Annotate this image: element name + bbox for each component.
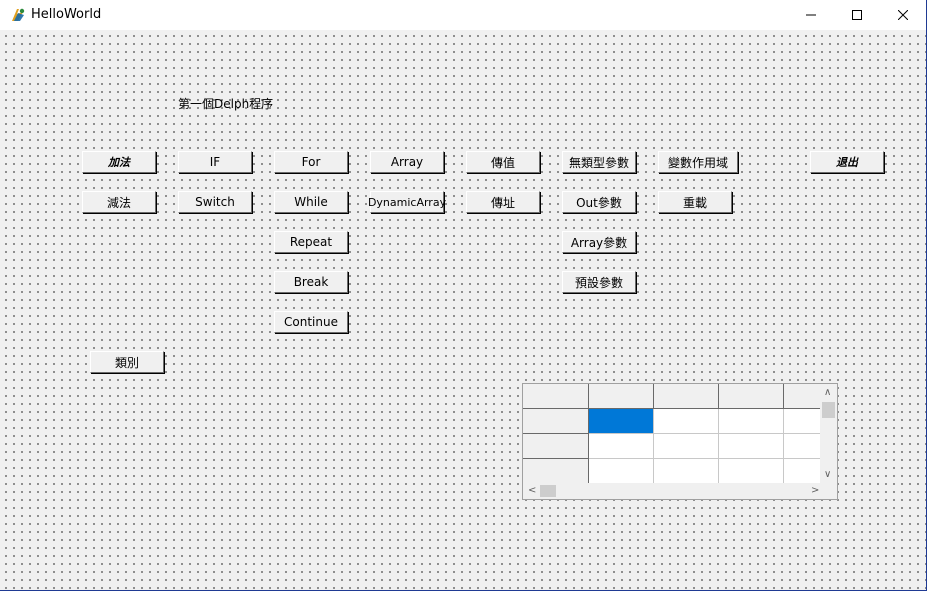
grid-column-header[interactable] [654, 384, 719, 409]
maximize-button[interactable] [834, 0, 880, 30]
grid-cell[interactable] [719, 459, 784, 484]
subtract-button[interactable]: 減法 [82, 191, 156, 213]
grid-cell[interactable] [784, 409, 837, 434]
grid-cell[interactable] [719, 409, 784, 434]
scroll-up-icon[interactable]: ∧ [824, 387, 832, 398]
grid-cell[interactable] [654, 409, 719, 434]
scroll-left-icon[interactable]: < [528, 485, 537, 496]
dynamic-array-button[interactable]: DynamicArray [368, 191, 446, 213]
by-address-button[interactable]: 傳址 [466, 191, 540, 213]
grid-cell[interactable] [654, 459, 719, 484]
vertical-scrollbar[interactable]: ∧ ∨ [820, 384, 837, 484]
grid-fixed-cell [523, 384, 589, 409]
maximize-icon [852, 10, 862, 20]
grid-cell[interactable] [719, 434, 784, 459]
out-param-button[interactable]: Out參數 [562, 191, 636, 213]
untyped-param-button[interactable]: 無類型參數 [562, 151, 636, 173]
grid-selected-cell[interactable] [589, 409, 654, 434]
class-button[interactable]: 類別 [90, 351, 164, 373]
overload-button[interactable]: 重載 [658, 191, 732, 213]
by-value-button[interactable]: 傳值 [466, 151, 540, 173]
grid-column-header[interactable] [719, 384, 784, 409]
vertical-scroll-thumb[interactable] [822, 402, 835, 418]
variable-scope-button[interactable]: 變數作用域 [658, 151, 738, 173]
array-param-button[interactable]: Array參數 [562, 231, 636, 253]
grid-cell[interactable] [784, 434, 837, 459]
horizontal-scrollbar[interactable]: < > [523, 483, 822, 499]
window-title: HelloWorld [31, 7, 102, 22]
continue-button[interactable]: Continue [274, 311, 348, 333]
add-button[interactable]: 加法 [82, 151, 156, 173]
grid-cell[interactable] [654, 434, 719, 459]
default-param-button[interactable]: 預設參數 [562, 271, 636, 293]
repeat-button[interactable]: Repeat [274, 231, 348, 253]
grid-cell[interactable] [589, 459, 654, 484]
while-button[interactable]: While [274, 191, 348, 213]
grid-row-header[interactable] [523, 409, 589, 434]
exit-button[interactable]: 退出 [810, 151, 884, 173]
grid-column-header[interactable] [589, 384, 654, 409]
form-client-area: 第一個Delph程序 加法 減法 IF Switch For While Rep… [0, 30, 926, 590]
scroll-right-icon[interactable]: > [811, 485, 820, 496]
delphi-app-icon [12, 8, 25, 21]
grid-cell[interactable] [589, 434, 654, 459]
if-button[interactable]: IF [178, 151, 252, 173]
array-button[interactable]: Array [370, 151, 444, 173]
grid-row-header[interactable] [523, 459, 589, 484]
grid-row-header[interactable] [523, 434, 589, 459]
minimize-icon [806, 14, 816, 16]
title-bar[interactable]: HelloWorld [0, 0, 926, 30]
program-label: 第一個Delph程序 [178, 97, 274, 111]
break-button[interactable]: Break [274, 271, 348, 293]
minimize-button[interactable] [788, 0, 834, 30]
close-button[interactable] [880, 0, 926, 30]
switch-button[interactable]: Switch [178, 191, 252, 213]
horizontal-scroll-thumb[interactable] [540, 485, 556, 497]
close-icon [898, 10, 908, 20]
scroll-down-icon[interactable]: ∨ [824, 469, 832, 480]
scrollbar-corner [820, 483, 837, 499]
string-grid[interactable]: ∧ ∨ < > [522, 383, 838, 500]
for-button[interactable]: For [274, 151, 348, 173]
